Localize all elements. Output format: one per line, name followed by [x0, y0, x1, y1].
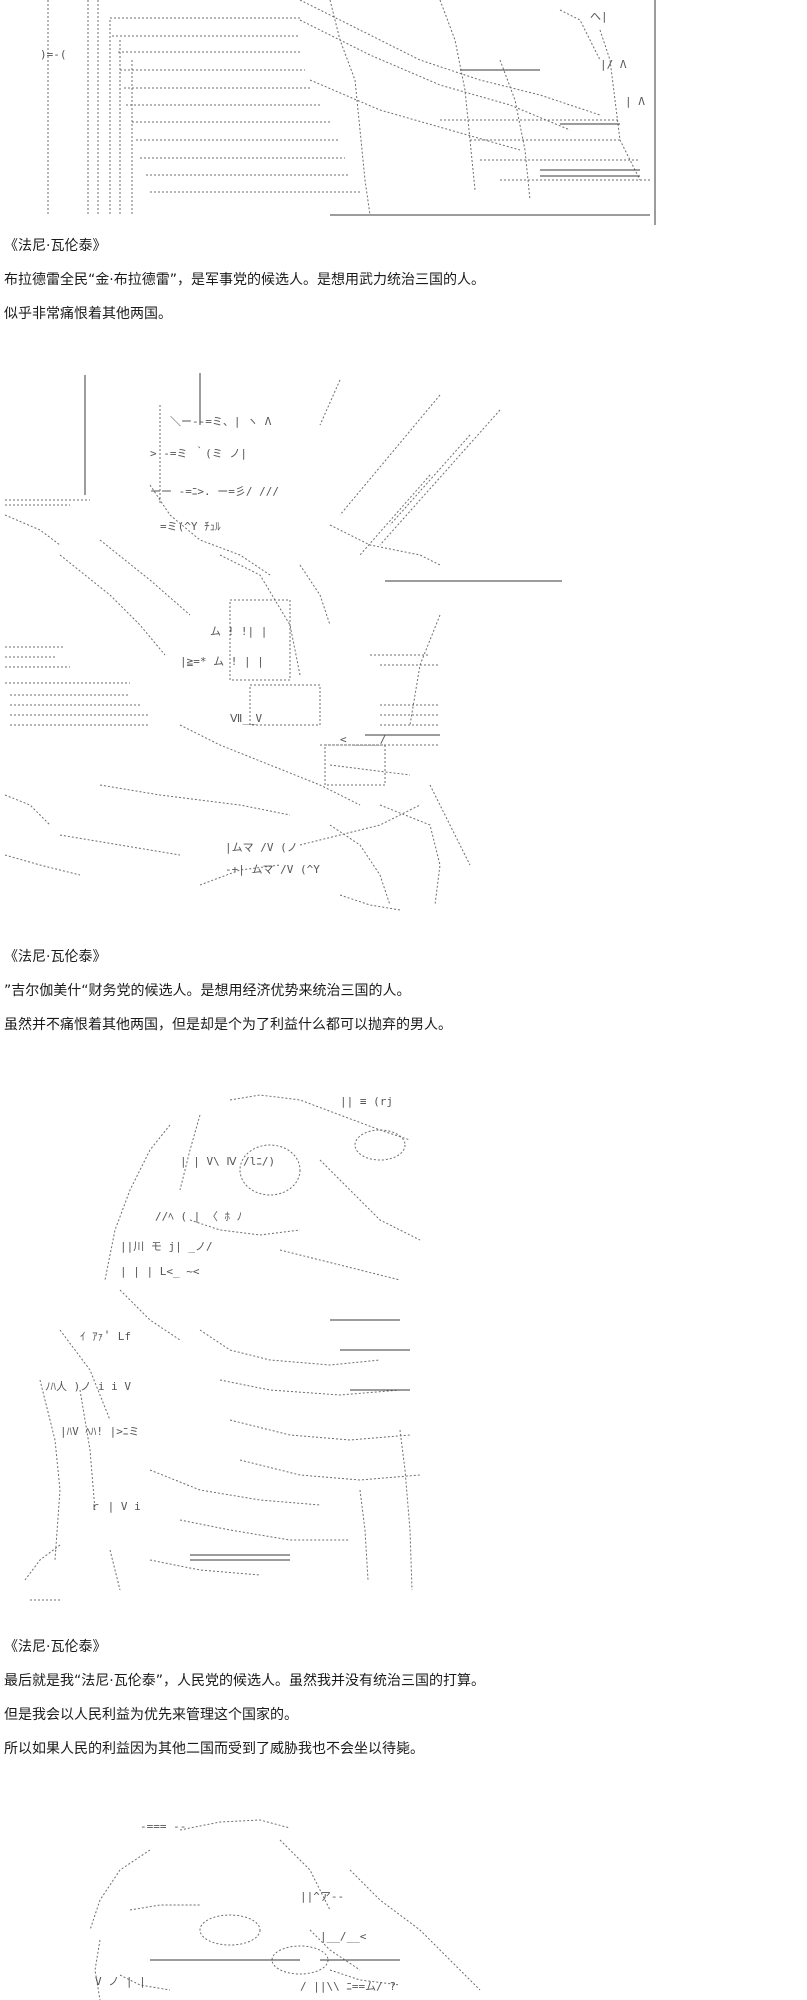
- dialogue-line: 布拉德雷全民“金·布拉德雷”，是军事党的候选人。是想用武力统治三国的人。: [4, 272, 485, 288]
- svg-text:Ⅶ__V: Ⅶ__V: [230, 712, 263, 725]
- svg-text:|≧=* ム ! | |: |≧=* ム ! | |: [180, 655, 264, 668]
- svg-text:||^ア--: ||^ア--: [300, 1890, 344, 1903]
- svg-text:| | | L<_ ~<: | | | L<_ ~<: [120, 1265, 200, 1278]
- svg-text:< ____/: < ____/: [340, 733, 386, 746]
- ascii-art-armored-warrior: ＼ー--=ミ、| ヽ Λ > -=ミ ｀(ミ ノ| ーー -=ﾆ>. ー=彡/ …: [0, 365, 807, 920]
- svg-text:ﾉﾊ人 )ノ i i V: ﾉﾊ人 )ノ i i V: [45, 1380, 131, 1393]
- speaker-name: 《法尼·瓦伦泰》: [4, 949, 107, 965]
- dialogue-line: 最后就是我“法尼·瓦伦泰”，人民党的候选人。虽然我并没有统治三国的打算。: [4, 1673, 485, 1689]
- svg-text://ﾍ ( | 〈 ﾎ ﾉ: //ﾍ ( | 〈 ﾎ ﾉ: [155, 1210, 242, 1223]
- svg-text:/ ||\\ ﾆ==ム/ ?: / ||\\ ﾆ==ム/ ?: [300, 1980, 396, 1993]
- dialogue-line: 所以如果人民的利益因为其他二国而受到了威胁我也不会坐以待毙。: [4, 1741, 424, 1757]
- svg-text:=ミ(^Y ﾁｭﾙ: =ミ(^Y ﾁｭﾙ: [160, 520, 221, 533]
- svg-text:| Λ: | Λ: [625, 95, 645, 108]
- svg-text:| | V\ Ⅳ /lﾆ/): | | V\ Ⅳ /lﾆ/): [180, 1155, 275, 1168]
- dialogue-line: 虽然并不痛恨着其他两国，但是却是个为了利益什么都可以抛弃的男人。: [4, 1017, 452, 1033]
- svg-text:＼ー--=ミ、| ヽ Λ: ＼ー--=ミ、| ヽ Λ: [170, 415, 272, 428]
- svg-text:)=-(: )=-(: [40, 48, 67, 61]
- svg-text:|ムマ /V (ノ: |ムマ /V (ノ: [225, 841, 298, 854]
- ascii-art-hooded-figure: || ≡ (rj | | V\ Ⅳ /lﾆ/) //ﾍ ( | 〈 ﾎ ﾉ ||…: [0, 1090, 807, 1610]
- svg-text:|ﾊV ﾍﾊ! |>ﾆミ: |ﾊV ﾍﾊ! |>ﾆミ: [60, 1425, 139, 1438]
- svg-text:-+| ムマ /V (^Y: -+| ムマ /V (^Y: [225, 863, 320, 876]
- svg-text:|/ Λ: |/ Λ: [600, 58, 627, 71]
- svg-text:|__/__<: |__/__<: [320, 1930, 367, 1943]
- speaker-name: 《法尼·瓦伦泰》: [4, 238, 107, 254]
- svg-text:ｒ | V i: ｒ | V i: [90, 1500, 141, 1513]
- dialogue-line: 但是我会以人民利益为优先来管理这个国家的。: [4, 1707, 298, 1723]
- svg-text:> -=ミ ｀(ミ ノ|: > -=ミ ｀(ミ ノ|: [150, 445, 247, 460]
- svg-text:||川 モ j| _ノ/: ||川 モ j| _ノ/: [120, 1240, 213, 1253]
- ascii-art-armored-figure: )=-( へ| |/ Λ | Λ: [0, 0, 807, 228]
- dialogue-line: 似乎非常痛恨着其他两国。: [4, 306, 172, 322]
- svg-text:ｲ ｱｧ ﾟ Lf: ｲ ｱｧ ﾟ Lf: [80, 1330, 131, 1343]
- ascii-art-curly-haired-figure: -=== -- ||^ア-- |__/__< / ||\\ ﾆ==ム/ ? V …: [0, 1810, 807, 2000]
- dialogue-line: ”吉尔伽美什“财务党的候选人。是想用经济优势来统治三国的人。: [4, 983, 411, 999]
- svg-text:ーー -=ﾆ>. ー=彡/ ///: ーー -=ﾆ>. ー=彡/ ///: [150, 485, 279, 498]
- svg-text:-=== --: -=== --: [140, 1820, 186, 1833]
- svg-text:へ|: へ|: [590, 10, 608, 23]
- svg-text:|| ≡ (rj: || ≡ (rj: [340, 1095, 393, 1108]
- speaker-name: 《法尼·瓦伦泰》: [4, 1639, 107, 1655]
- svg-text:ム ! !| |: ム ! !| |: [210, 625, 267, 638]
- svg-text:V ノ | |: V ノ | |: [95, 1975, 146, 1988]
